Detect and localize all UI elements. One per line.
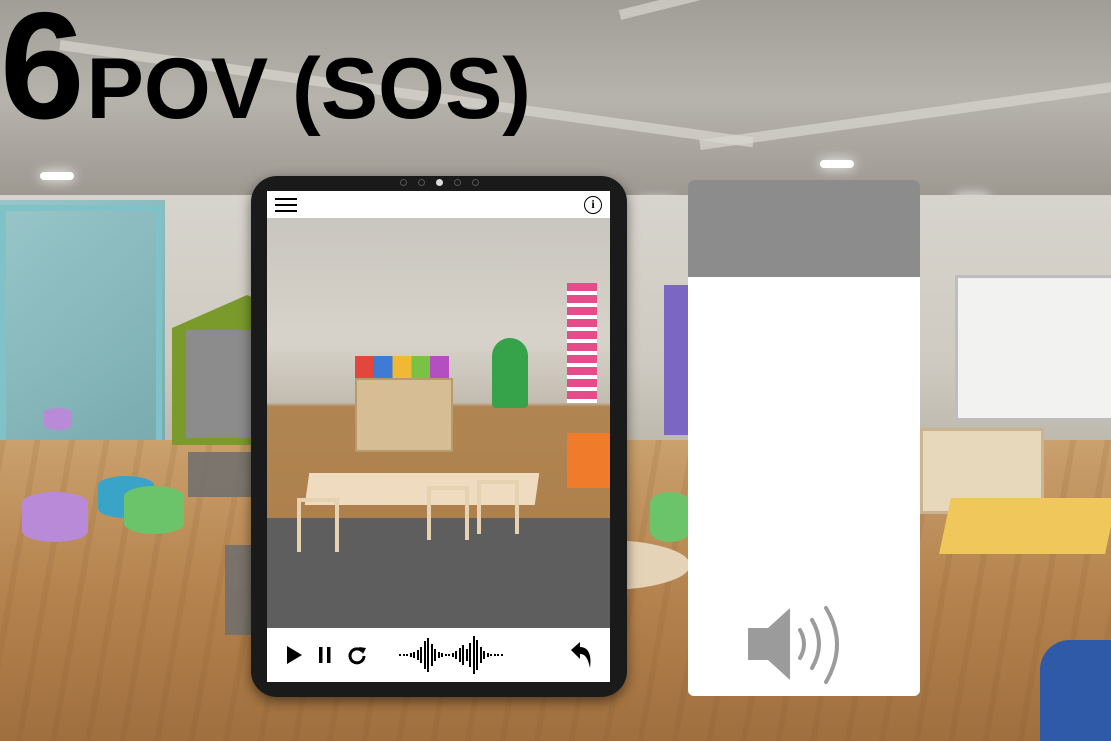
play-icon[interactable] xyxy=(285,645,303,665)
glass-frame xyxy=(0,205,162,467)
page-title: 6 POV (SOS) xyxy=(0,0,531,142)
tablet-device: i xyxy=(251,176,627,697)
tablet-camera xyxy=(251,179,627,186)
stool-purple-small xyxy=(44,408,72,430)
title-text: POV (SOS) xyxy=(86,41,531,137)
tablet-screen: i xyxy=(267,191,610,682)
ceiling-light xyxy=(820,160,854,168)
audio-waveform-icon xyxy=(399,635,503,675)
glass-partition xyxy=(0,200,165,460)
ceiling xyxy=(0,0,1111,200)
classroom-pov-image xyxy=(267,218,610,628)
title-number: 6 xyxy=(0,0,85,151)
pause-icon[interactable] xyxy=(317,646,333,664)
ceiling-light xyxy=(40,172,74,180)
wall-chart xyxy=(664,285,688,435)
stool-green xyxy=(124,486,184,534)
whiteboard xyxy=(955,275,1111,421)
side-panel-header-overlay xyxy=(688,180,920,277)
back-arrow-icon[interactable] xyxy=(566,640,594,670)
stool-green-right xyxy=(650,492,690,542)
blue-chair xyxy=(1040,640,1111,741)
stool-purple xyxy=(22,492,88,542)
craft-table xyxy=(939,498,1111,554)
tablet-top-bar: i xyxy=(267,191,610,218)
audio-controls-bar xyxy=(267,628,610,682)
info-icon[interactable]: i xyxy=(584,195,602,214)
replay-icon[interactable] xyxy=(347,645,367,665)
speaker-volume-icon[interactable] xyxy=(746,594,866,696)
hamburger-menu-icon[interactable] xyxy=(275,197,297,212)
side-panel xyxy=(688,180,920,696)
